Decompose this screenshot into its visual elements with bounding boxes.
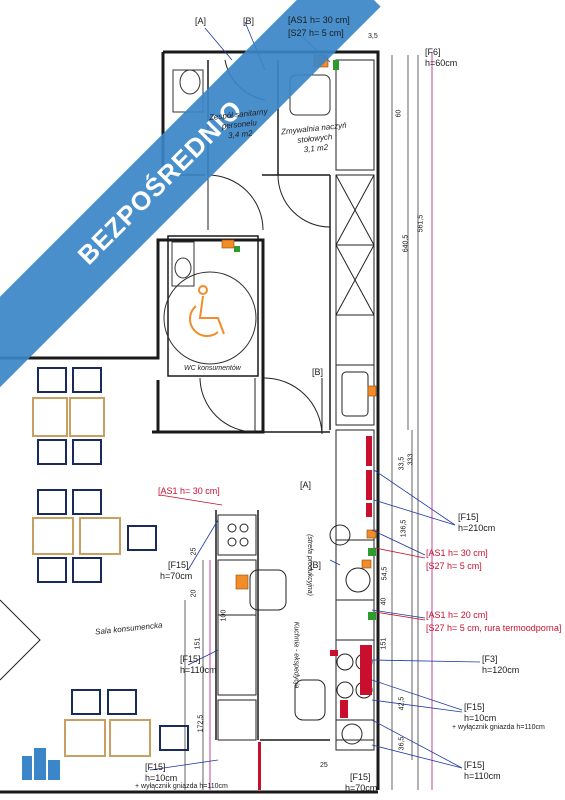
f15-right-3: [F15] — [464, 760, 485, 770]
room-wc: WC konsumentów — [184, 365, 241, 372]
f15-right-1-height: h=210cm — [458, 523, 496, 533]
dim-1: 640,5 — [402, 234, 410, 253]
room-kitchen-b: (strefa produkcyjna) — [305, 534, 313, 596]
purple-dim — [209, 52, 433, 790]
s27-top: [S27 h= 5 cm] — [288, 28, 344, 38]
s27-right-2: [S27 h= 5 cm, rura termoodporna] — [426, 623, 562, 633]
dim-17: 3,5 — [368, 33, 378, 40]
brand-logo — [22, 748, 60, 780]
f15-right-3-height: h=110cm — [464, 771, 501, 781]
f15-bottom-1-height: h=10cm — [145, 773, 178, 783]
red-leaders — [159, 494, 426, 621]
f3-height: h=120cm — [482, 665, 520, 675]
f6-label: [F6] — [425, 47, 441, 57]
red-units — [258, 436, 372, 790]
dim-3: 333 — [407, 453, 415, 466]
dim-15: 25 — [320, 762, 328, 769]
f3-label: [F3] — [482, 654, 498, 664]
as1-right: [AS1 h= 30 cm] — [426, 548, 488, 558]
tag-a-top: [A] — [195, 16, 207, 26]
dining-chairs — [37, 367, 189, 751]
f15-bottom-2: [F15] — [350, 772, 371, 782]
dim-10: 36,5 — [398, 736, 406, 751]
f15-bottom-1: [F15] — [145, 762, 166, 772]
f15-left-1-height: h=70cm — [160, 571, 193, 581]
wheelchair-icon — [189, 285, 225, 337]
as1-top: [AS1 h= 30 cm] — [288, 15, 350, 25]
f15-left-2-height: h=110cm — [180, 665, 217, 675]
f15-right-2: [F15] — [464, 702, 485, 712]
dim-4: 33,5 — [398, 456, 406, 471]
s27-right: [S27 h= 5 cm] — [426, 561, 482, 571]
f15-left-2: [F15] — [180, 654, 201, 664]
tag-a-bottom: [A] — [300, 480, 312, 490]
f15-left-1: [F15] — [168, 560, 189, 570]
f15-bottom-2-height: h=70cm — [345, 783, 378, 793]
dim-18: 100 — [220, 609, 228, 622]
dim-16: 60 — [395, 109, 403, 118]
f15-right-1: [F15] — [458, 512, 479, 522]
dim-12: 20 — [190, 589, 198, 598]
tag-b-mid: [B] — [312, 367, 324, 377]
dining-tables — [32, 397, 151, 757]
left-counters — [217, 514, 371, 741]
f15-right-2-height: h=10cm — [464, 713, 497, 723]
dim-13: 151 — [194, 637, 202, 650]
dim-9: 42,5 — [398, 696, 406, 711]
f6-height: h=60cm — [425, 58, 458, 68]
as1-left: [AS1 h= 30 cm] — [158, 486, 220, 496]
walls — [0, 50, 380, 794]
tag-b-bottom: [B] — [310, 560, 322, 570]
room-kitchen-a: Kuchnia - ekspedycja — [292, 621, 300, 689]
green-fixtures — [234, 60, 376, 620]
dim-6: 54,5 — [381, 566, 389, 581]
dim-7: 40 — [380, 597, 388, 606]
dim-14: 172,5 — [197, 714, 205, 733]
dim-5: 136,5 — [400, 519, 408, 538]
tag-b-top: [B] — [243, 16, 255, 26]
dim-8: 151 — [380, 637, 388, 650]
f15-right-2-note: + wyłącznik gniazda h=110cm — [452, 724, 545, 731]
dim-2: 561,5 — [417, 214, 425, 233]
right-counters — [335, 59, 375, 751]
as1-right-2: [AS1 h= 20 cm] — [426, 610, 488, 620]
room-sanitary: Zespół sanitarny personelu 3,4 m2 — [208, 107, 268, 141]
dim-11: 25 — [190, 547, 198, 556]
f15-bottom-1-note: + wyłącznik gniazda h=110cm — [135, 783, 228, 790]
